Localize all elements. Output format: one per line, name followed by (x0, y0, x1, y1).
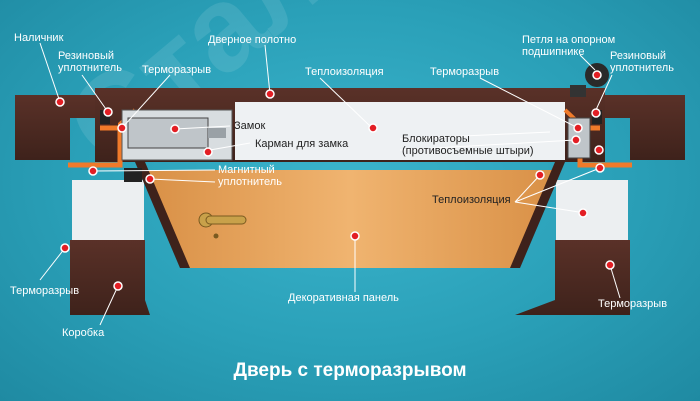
label-lock-pocket: Карман для замка (255, 138, 349, 150)
label-decor-panel: Декоративная панель (288, 292, 399, 304)
diagram-title: Дверь с терморазрывом (233, 360, 467, 381)
label-blockers: Блокираторы(противосъемные штыри) (402, 133, 534, 157)
lock-bolt (208, 128, 226, 138)
panel-side-left (135, 162, 190, 268)
leader-lines (39, 42, 621, 326)
left-frame-insulation (72, 180, 144, 240)
label-thermo-break-bottom-right: Терморазрыв (598, 298, 668, 310)
left-frame-box (70, 240, 150, 315)
label-insulation-right: Теплоизоляция (432, 194, 511, 206)
right-platband (600, 95, 685, 160)
label-door-leaf: Дверное полотно (208, 34, 297, 46)
magnetic-seal (124, 168, 142, 182)
label-nalichnik: Наличник (14, 32, 64, 44)
label-thermo-break-bottom-left: Терморазрыв (10, 285, 80, 297)
rubber-seal-left (100, 110, 110, 124)
label-thermo-break-top-left: Терморазрыв (142, 64, 212, 76)
label-thermo-break-top-right: Терморазрыв (430, 66, 500, 78)
decor-panel (140, 170, 560, 268)
panel-side-right (510, 162, 565, 268)
left-platband (15, 95, 100, 160)
label-insulation-top: Теплоизоляция (305, 66, 384, 78)
pointer-dots (55, 70, 615, 291)
right-frame-box (515, 240, 630, 315)
label-frame: Коробка (62, 327, 105, 339)
handle-keyhole (213, 233, 219, 239)
label-lock: Замок (234, 120, 266, 132)
lock-body (127, 117, 209, 149)
handle-lever (205, 215, 247, 225)
door-insulation-top (235, 102, 565, 160)
